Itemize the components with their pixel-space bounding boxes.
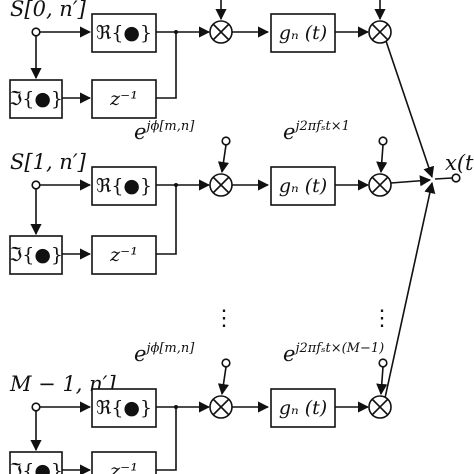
ch1-junction: [174, 183, 178, 187]
ch2-carrier-label: ej2πfₛt×(M−1): [283, 341, 384, 366]
ch0-delay-block: [91, 79, 157, 119]
ch1-phase-multiplier: [209, 173, 233, 197]
ch1-wire-delay-join: [156, 185, 177, 255]
output-node: [451, 173, 461, 183]
ch0-imag-label: ℑ{●}: [9, 88, 63, 110]
ch1-wire-phase: [217, 144, 230, 174]
ch2-imag-block: [9, 451, 63, 474]
ch0-delay-label: z⁻¹: [109, 88, 138, 110]
ch0-junction: [174, 30, 178, 34]
ch1-input-node: [31, 180, 41, 190]
ch0-pulse-label: gₙ (t): [279, 22, 327, 44]
ch1-wire-carrier: [376, 144, 388, 174]
ch2-wire-phase: [217, 366, 230, 396]
ch2-pulse-label: gₙ (t): [279, 397, 327, 419]
ch1-pulse-block: [270, 166, 336, 206]
ch1-wire-sum: [390, 175, 432, 187]
ch0-real-block: [91, 13, 157, 53]
ch0-carrier-multiplier: [368, 20, 392, 44]
ch2-input-node: [31, 402, 41, 412]
ellipsis-carrier: ⋮: [371, 306, 393, 331]
ch2-junction: [174, 405, 178, 409]
ch2-wire-delay-join: [156, 407, 177, 471]
ch1-delay-label: z⁻¹: [109, 244, 138, 266]
ch1-delay-block: [91, 235, 157, 275]
ch2-wire-carrier: [376, 366, 388, 396]
diagram-nodes: S[0, n′] ℜ{●} ℑ{●} z⁻¹ gₙ (t) S[1, n′] ℜ{●} ℑ{●…: [9, 0, 474, 474]
ch1-pulse-label: gₙ (t): [279, 175, 327, 197]
ch0-phase-multiplier: [209, 20, 233, 44]
ch2-phase-label: ejϕ[m,n]: [134, 341, 195, 366]
ch2-carrier-multiplier: [368, 395, 392, 419]
wire-output: [434, 177, 453, 180]
ch1-real-label: ℜ{●}: [96, 175, 152, 197]
ch2-phase-port: [221, 358, 231, 368]
signal-wires: [30, 0, 453, 474]
ch0-wire-delay-join: [156, 32, 177, 99]
output-label: x(t: [445, 151, 474, 175]
ch2-delay-label: z⁻¹: [109, 460, 138, 474]
ch1-imag-block: [9, 235, 63, 275]
ch1-carrier-port: [378, 136, 388, 146]
ch2-imag-label: ℑ{●}: [9, 460, 63, 474]
ch2-wire-sum: [384, 181, 436, 399]
ch2-real-block: [91, 388, 157, 428]
ch1-carrier-multiplier: [368, 173, 392, 197]
ch2-phase-multiplier: [209, 395, 233, 419]
ch0-wire-sum: [385, 40, 435, 179]
ch1-phase-label: ejϕ[m,n]: [134, 119, 195, 144]
ch1-phase-port: [221, 136, 231, 146]
ch2-pulse-block: [270, 388, 336, 428]
ch0-pulse-block: [270, 13, 336, 53]
ch0-real-label: ℜ{●}: [96, 22, 152, 44]
ch1-imag-label: ℑ{●}: [9, 244, 63, 266]
ch2-real-label: ℜ{●}: [96, 397, 152, 419]
ch0-input-node: [31, 27, 41, 37]
ch0-input-label: S[0, n′]: [10, 0, 87, 21]
ch1-input-label: S[1, n′]: [10, 150, 87, 174]
ch2-delay-block: [91, 451, 157, 474]
ch1-carrier-label: ej2πfₛt×1: [283, 119, 350, 144]
ch2-carrier-port: [378, 358, 388, 368]
ellipsis-phase: ⋮: [213, 306, 235, 331]
ch1-real-block: [91, 166, 157, 206]
ch0-imag-block: [9, 79, 63, 119]
